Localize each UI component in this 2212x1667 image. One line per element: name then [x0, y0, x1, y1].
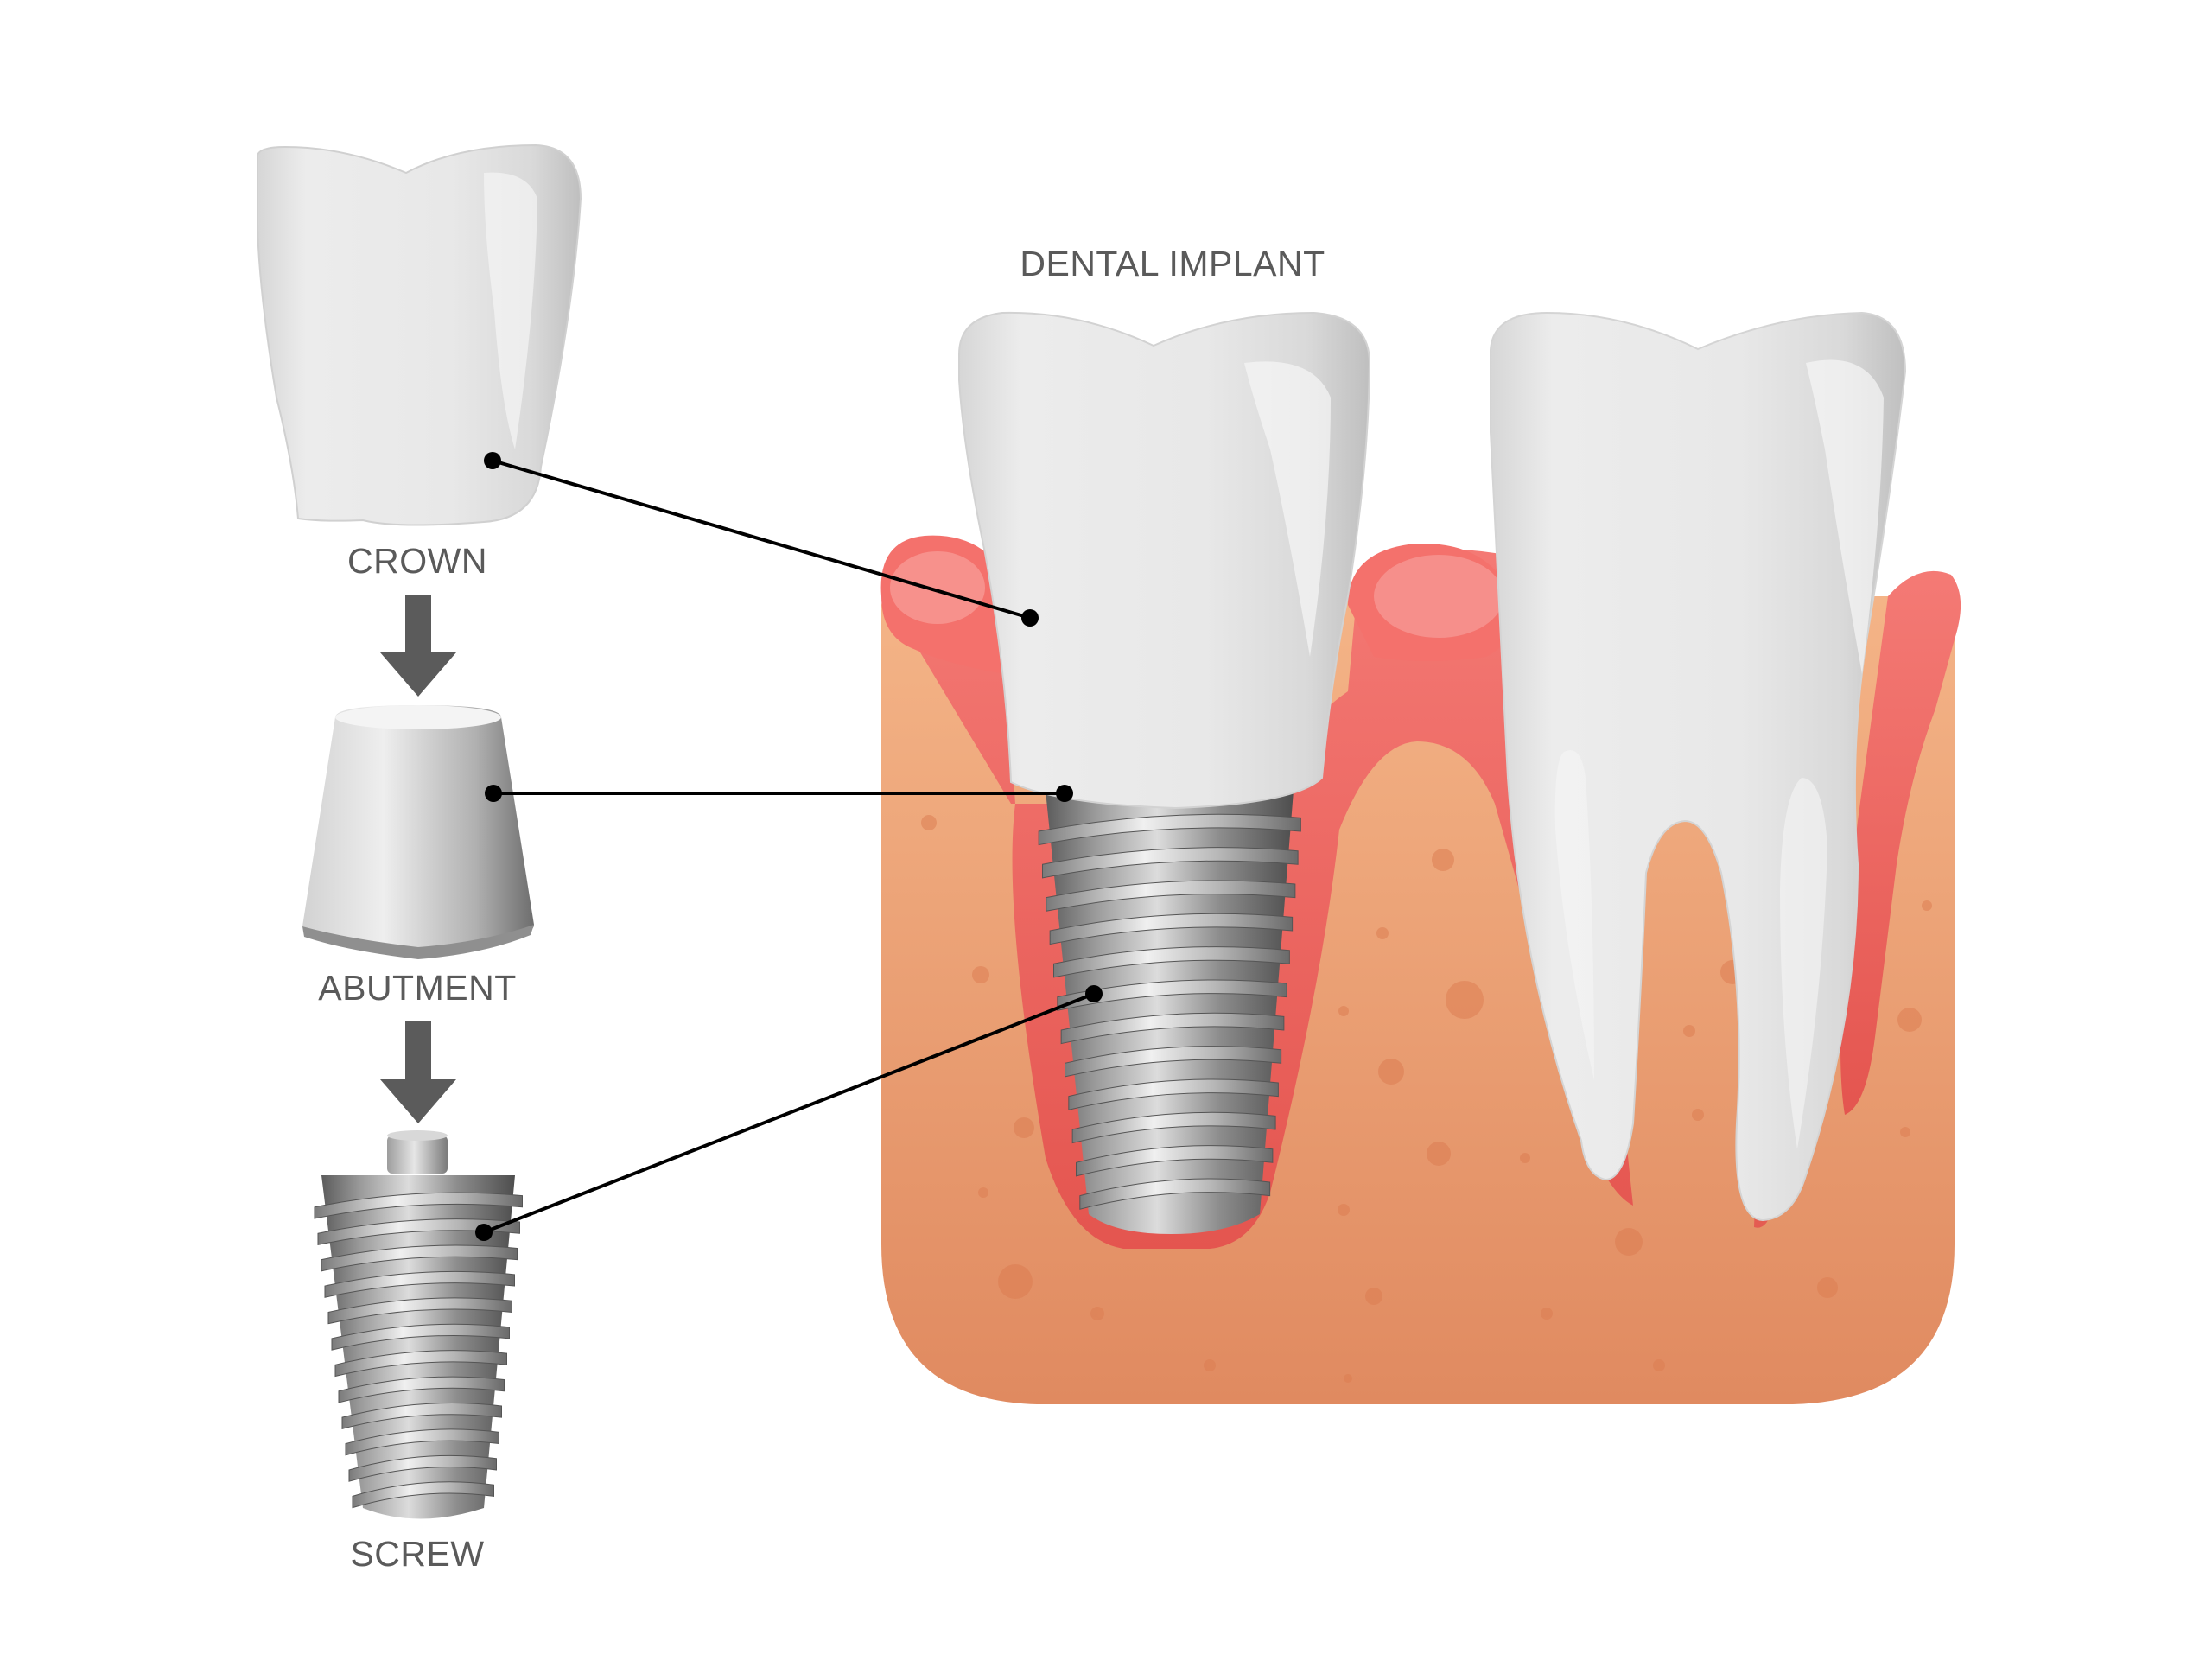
screw-component [314, 1130, 523, 1519]
thread-ridge [1060, 1012, 1285, 1045]
crown-to-abutment-arrow [380, 595, 456, 697]
screw-label: SCREW [350, 1534, 485, 1574]
thread-ridge [331, 1323, 510, 1351]
thread-ridge [1057, 979, 1287, 1011]
implant-screw-in-bone [1038, 791, 1301, 1234]
thread-ridge [1053, 946, 1290, 978]
thread-ridge [1042, 847, 1299, 879]
screw-threads [314, 1192, 523, 1509]
abutment-label: ABUTMENT [318, 968, 517, 1008]
natural-tooth [1490, 311, 1907, 1222]
thread-ridge [345, 1428, 499, 1456]
thread-ridge [1076, 1145, 1274, 1177]
thread-ridge [341, 1403, 502, 1429]
thread-ridge [334, 1350, 507, 1378]
thread-ridge [348, 1454, 497, 1482]
thread-ridge [1065, 1046, 1282, 1078]
abutment-component [302, 705, 534, 959]
abutment-leader-dot-end [1056, 785, 1073, 802]
crown-leader-line [492, 459, 1031, 620]
diagram-title: DENTAL IMPLANT [1020, 244, 1325, 283]
crown-leader-dot-end [1021, 609, 1039, 627]
bone-pores [921, 815, 1932, 1383]
crown-component [257, 143, 582, 526]
thread-ridge [324, 1270, 515, 1298]
implant-threads [1038, 813, 1301, 1210]
thread-ridge [317, 1218, 520, 1246]
thread-ridge [327, 1297, 512, 1325]
implant-crown [958, 311, 1371, 810]
thread-ridge [338, 1376, 505, 1403]
thread-ridge [1068, 1078, 1279, 1110]
screw-leader-dot-start [475, 1224, 493, 1241]
thread-ridge [1038, 813, 1301, 846]
thread-ridge [1049, 913, 1294, 945]
thread-ridge [321, 1244, 518, 1272]
crown-label: CROWN [347, 541, 487, 581]
abutment-to-screw-arrow [380, 1021, 456, 1123]
screw-leader-dot-end [1085, 985, 1103, 1002]
thread-ridge [1079, 1178, 1271, 1210]
crown-leader-dot-start [484, 452, 501, 469]
thread-ridge [1071, 1111, 1276, 1144]
leader-lines [475, 452, 1103, 1241]
thread-ridge [1046, 880, 1296, 912]
thread-ridge [352, 1481, 494, 1509]
screw-leader-line [483, 992, 1095, 1234]
abutment-leader-dot-start [485, 785, 502, 802]
thread-ridge [314, 1192, 523, 1219]
